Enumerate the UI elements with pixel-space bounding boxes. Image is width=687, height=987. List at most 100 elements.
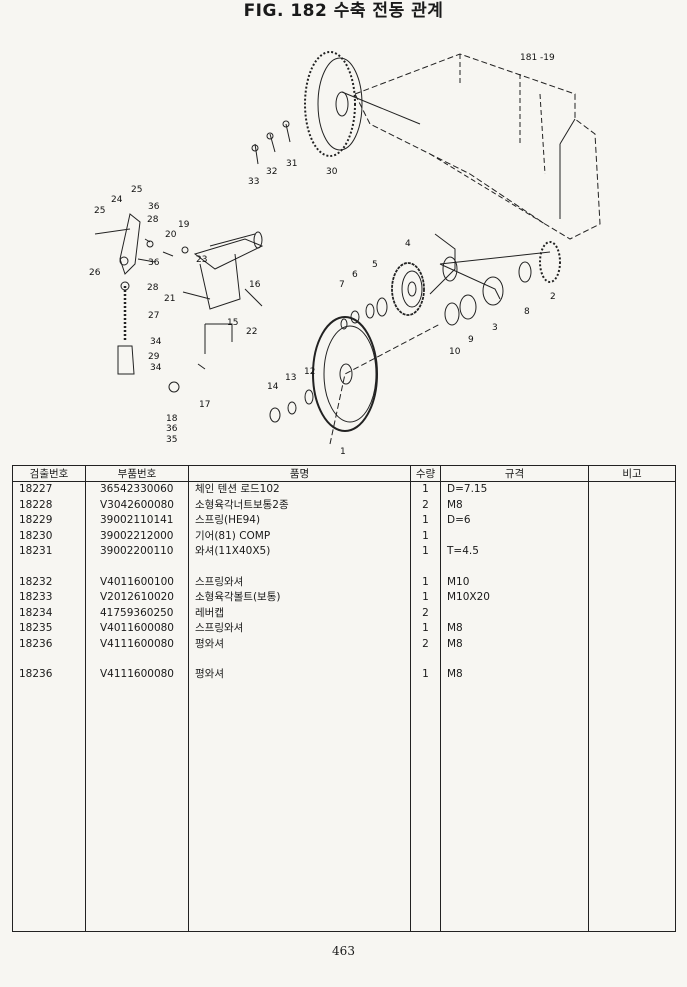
callout: 35: [166, 435, 177, 445]
column-header: 품명: [188, 465, 411, 482]
part-name: 평와셔: [188, 667, 411, 683]
spec: M8: [440, 636, 589, 652]
part-number: V3042600080: [85, 497, 189, 513]
part-name: 평와셔: [188, 636, 411, 652]
index-no: [12, 652, 86, 667]
callout: 25: [131, 185, 142, 195]
spec: [440, 528, 589, 544]
callout: 27: [148, 311, 159, 321]
part-name: 소형육각너트보통2종: [188, 497, 411, 513]
part-name: 와셔(11X40X5): [188, 544, 411, 560]
note: [588, 528, 676, 544]
note: [588, 544, 676, 560]
exploded-view-drawing: 181 -19 1 2 3 4 5 6 7 8 9 10 12 13 14 15…: [89, 51, 601, 454]
callout: 9: [468, 335, 474, 345]
table-row: 18236 V4111600080 평와셔 1 M8: [12, 667, 676, 683]
index-no: 18235: [12, 621, 86, 637]
quantity: 2: [410, 497, 441, 513]
note: [588, 481, 676, 498]
spec: M8: [440, 667, 589, 683]
part-number: 39002110141: [85, 513, 189, 529]
table-filler-row: [12, 682, 676, 932]
part-number: V2012610020: [85, 590, 189, 606]
callout: 31: [286, 159, 297, 169]
note: [588, 574, 676, 590]
spec: [440, 559, 589, 575]
quantity: 2: [410, 636, 441, 652]
part-name: 스프링(HE94): [188, 513, 411, 529]
quantity: 1: [410, 513, 441, 529]
part-number: V4011600080: [85, 621, 189, 637]
part-number: V4111600080: [85, 667, 189, 683]
table-row: 18235 V4011600080 스프링와셔 1 M8: [12, 621, 676, 637]
callout: 17: [199, 400, 210, 410]
index-no: 18233: [12, 590, 86, 606]
callout: 18: [166, 414, 178, 424]
quantity: 1: [410, 481, 441, 498]
note: [588, 667, 676, 683]
part-number: [85, 652, 189, 667]
part-number: 36542330060: [85, 481, 189, 498]
index-no: 18227: [12, 481, 86, 498]
note: [588, 590, 676, 606]
quantity: 1: [410, 528, 441, 544]
callout: 6: [352, 270, 358, 280]
callout: 22: [246, 327, 257, 337]
callout: 3: [492, 323, 498, 333]
quantity: [410, 652, 441, 667]
callout: 19: [178, 220, 190, 230]
table-row: 18227 36542330060 체인 텐션 로드102 1 D=7.15: [12, 481, 676, 498]
table-row: 18232 V4011600100 스프링와셔 1 M10: [12, 574, 676, 590]
callout: 2: [550, 292, 556, 302]
note: [588, 605, 676, 621]
part-name: 소형육각볼트(보통): [188, 590, 411, 606]
callout: 12: [304, 367, 315, 377]
index-no: 18236: [12, 667, 86, 683]
note: [588, 497, 676, 513]
part-name: 체인 텐션 로드102: [188, 481, 411, 498]
index-no: 18228: [12, 497, 86, 513]
callout: 28: [147, 215, 159, 225]
column-header: 비고: [588, 465, 676, 482]
callout: 34: [150, 337, 162, 347]
table-row: 18231 39002200110 와셔(11X40X5) 1 T=4.5: [12, 544, 676, 560]
spec: [440, 652, 589, 667]
table-row: 18229 39002110141 스프링(HE94) 1 D=6: [12, 513, 676, 529]
callout: 181 -19: [520, 53, 555, 63]
callout: 32: [266, 167, 277, 177]
note: [588, 636, 676, 652]
callout: 4: [405, 239, 411, 249]
part-number: 39002212000: [85, 528, 189, 544]
table-row: 18234 41759360250 레버캡 2: [12, 605, 676, 621]
callout-labels: 181 -19 1 2 3 4 5 6 7 8 9 10 12 13 14 15…: [89, 53, 556, 454]
callout: 25: [94, 206, 105, 216]
part-name: 레버캡: [188, 605, 411, 621]
callout: 34: [150, 363, 162, 373]
table-row: [12, 559, 676, 575]
part-number: V4011600100: [85, 574, 189, 590]
column-header: 수량: [410, 465, 441, 482]
quantity: [410, 559, 441, 575]
callout: 36: [166, 424, 178, 434]
callout: 8: [524, 307, 530, 317]
callout: 33: [248, 177, 259, 187]
part-number: [85, 559, 189, 575]
callout: 23: [196, 255, 207, 265]
note: [588, 652, 676, 667]
parts-diagram: 181 -19 1 2 3 4 5 6 7 8 9 10 12 13 14 15…: [0, 24, 687, 454]
note: [588, 513, 676, 529]
index-no: 18234: [12, 605, 86, 621]
index-no: [12, 559, 86, 575]
callout: 30: [326, 167, 338, 177]
part-name: 스프링와셔: [188, 574, 411, 590]
table-row: 18228 V3042600080 소형육각너트보통2종 2 M8: [12, 497, 676, 513]
callout: 28: [147, 283, 159, 293]
callout: 7: [339, 280, 345, 290]
callout: 14: [267, 382, 279, 392]
table-row: 18236 V4111600080 평와셔 2 M8: [12, 636, 676, 652]
quantity: 1: [410, 544, 441, 560]
part-name: [188, 652, 411, 667]
note: [588, 559, 676, 575]
callout: 24: [111, 195, 123, 205]
figure-title: FIG. 182 수축 전동 관계: [243, 1, 444, 21]
